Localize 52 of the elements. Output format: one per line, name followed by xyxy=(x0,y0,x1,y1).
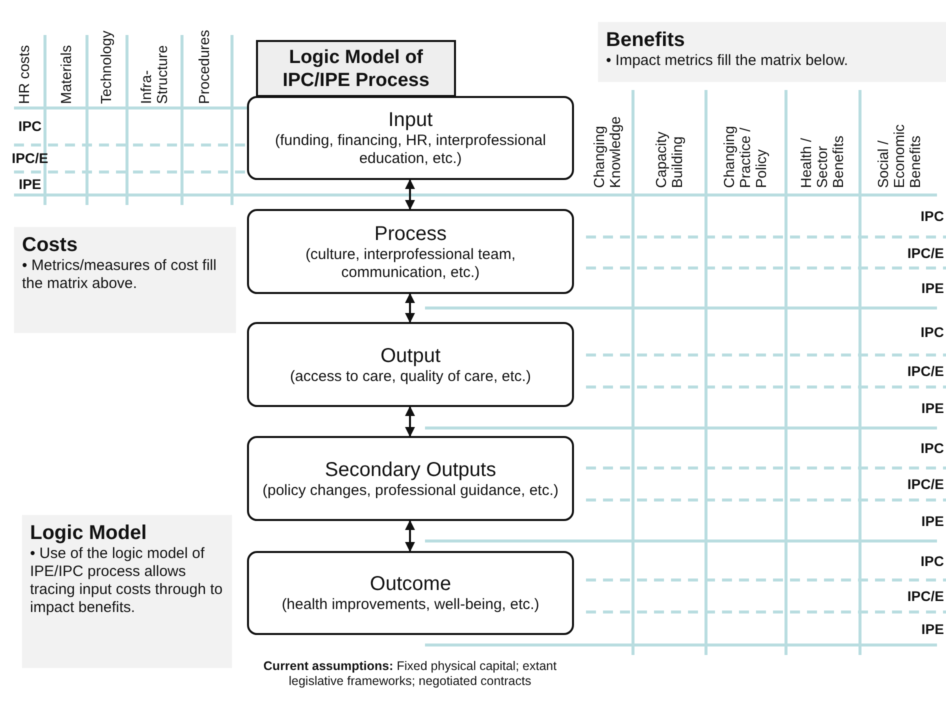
row-label: IPC/E xyxy=(906,476,944,492)
column-header: Procedures xyxy=(196,28,214,104)
title-box: Logic Model of IPC/IPE Process xyxy=(256,40,456,97)
column-header: Social / Economic Benefits xyxy=(875,123,925,188)
double-arrow xyxy=(405,179,415,210)
row-label: IPE xyxy=(18,176,42,192)
description: • Use of the logic model of IPE/IPC process allows tracing input costs through to impact benefits. xyxy=(30,545,224,617)
column-header: Materials xyxy=(58,44,76,104)
row-label: IPE xyxy=(920,280,944,296)
double-arrow xyxy=(405,520,415,552)
heading: Logic Model xyxy=(30,521,148,545)
process-box xyxy=(247,96,574,180)
process-box xyxy=(247,209,574,294)
heading: Secondary Outputs xyxy=(324,458,496,482)
description: (health improvements, well-being, etc.) xyxy=(282,596,540,614)
description: • Metrics/measures of cost fill the matrix above. xyxy=(22,257,218,293)
row-label: IPE xyxy=(920,620,944,636)
column-header: HR costs xyxy=(16,44,34,104)
heading: Outcome xyxy=(370,572,452,596)
description: (funding, financing, HR, interprofessional education, etc.) xyxy=(274,132,547,168)
description: (policy changes, professional guidance, etc.) xyxy=(262,482,558,500)
heading: Process xyxy=(374,222,447,246)
heading: Output xyxy=(380,344,441,368)
row-label: IPC/E xyxy=(906,363,944,379)
row-label: IPE xyxy=(920,512,944,528)
column-header: Health / Sector Benefits xyxy=(798,134,848,188)
heading: Input xyxy=(388,108,433,132)
row-label: IPC xyxy=(17,118,43,134)
heading: Benefits xyxy=(606,28,686,52)
row-label: IPC xyxy=(920,324,944,340)
row-label: IPE xyxy=(920,400,944,416)
row-label: IPC/E xyxy=(906,244,944,260)
column-header: Capacity Building xyxy=(653,130,687,188)
column-header: Infra- Structure xyxy=(138,44,172,104)
heading: Costs xyxy=(22,233,79,257)
row-label: IPC xyxy=(920,552,944,568)
column-header: Changing Practice / Policy xyxy=(721,124,771,188)
description: (culture, interprofessional team, communication, etc.) xyxy=(304,246,517,282)
column-header: Changing Knowledge xyxy=(591,115,625,188)
row-label: IPC xyxy=(920,440,944,456)
row-label: IPC xyxy=(920,208,944,224)
description: (access to care, quality of care, etc.) xyxy=(290,368,531,386)
description: • Impact metrics fill the matrix below. xyxy=(606,52,849,70)
double-arrow xyxy=(405,406,415,437)
double-arrow xyxy=(405,293,415,323)
column-header: Technology xyxy=(98,30,116,104)
footnote: Current assumptions: Fixed physical capital; extant legislative frameworks; negotiated contracts xyxy=(262,659,558,689)
process-box xyxy=(247,322,574,407)
row-label: IPC/E xyxy=(906,588,944,604)
row-label: IPC/E xyxy=(10,150,50,166)
process-box xyxy=(247,551,574,635)
process-box xyxy=(247,436,574,521)
